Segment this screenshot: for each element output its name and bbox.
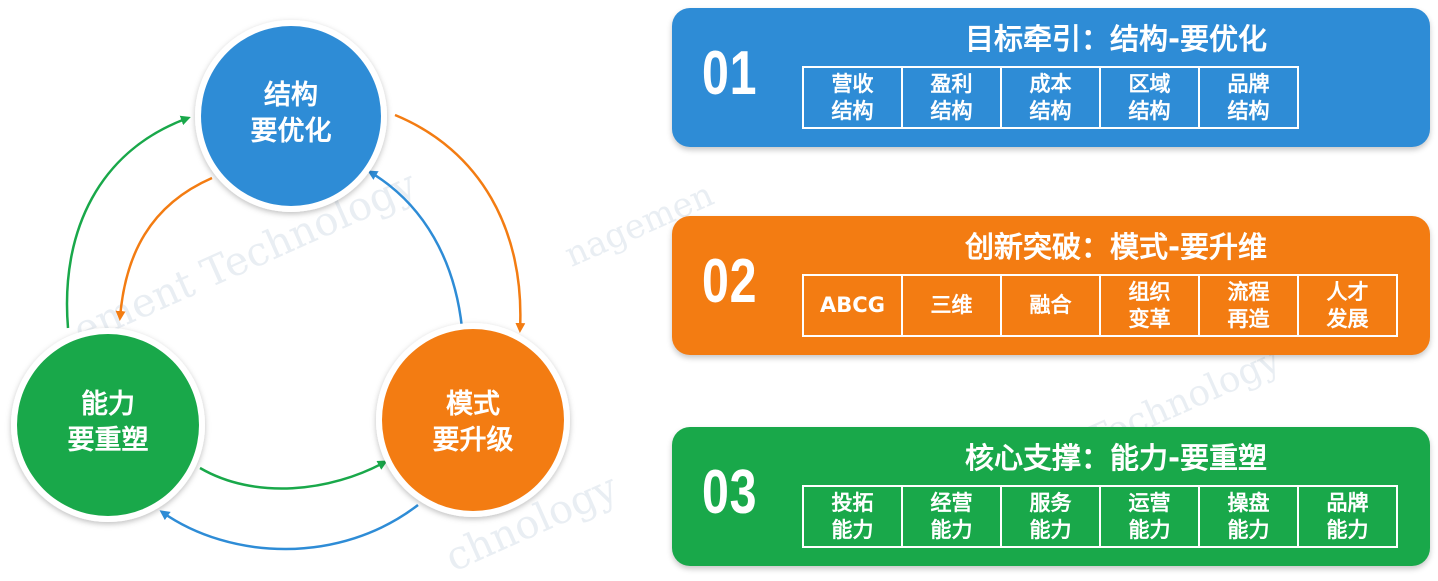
panel-item: 区域 结构: [1101, 68, 1200, 127]
panel-item: 运营 能力: [1101, 487, 1200, 546]
panel-item: 经营 能力: [903, 487, 1002, 546]
circle-structure: 结构 要优化: [195, 20, 387, 212]
circle-capability: 能力 要重塑: [11, 328, 205, 522]
arrow-left-to-right: [199, 460, 388, 490]
cycle-diagram: 结构 要优化 模式 要升级 能力 要重塑: [11, 20, 570, 551]
panel-item: 盈利 结构: [903, 68, 1002, 127]
panel-items: ABCG 三维 融合 组织 变革 流程 再造 人才 发展: [802, 274, 1398, 337]
panel-capability: 03 核心支撑：能力-要重塑 投拓 能力 经营 能力 服务 能力 运营 能力 操…: [672, 427, 1430, 566]
panel-item: 流程 再造: [1200, 276, 1299, 335]
panel-title: 目标牵引：结构-要优化: [964, 22, 1268, 56]
panel-item: 三维: [903, 276, 1002, 335]
arrow-right-to-top: [367, 170, 464, 329]
arrow-left-to-top: [65, 115, 191, 329]
arrow-right-to-left: [159, 504, 419, 551]
panel-number: 03: [702, 458, 758, 527]
panel-title: 核心支撑：能力-要重塑: [964, 441, 1268, 475]
panel-item: 营收 结构: [804, 68, 903, 127]
panel-items: 营收 结构 盈利 结构 成本 结构 区域 结构 品牌 结构: [802, 66, 1299, 129]
panel-item: ABCG: [804, 276, 903, 335]
panel-item: 服务 能力: [1002, 487, 1101, 546]
circle-mode-line1: 模式: [446, 389, 500, 420]
circle-capability-line1: 能力: [81, 388, 135, 420]
panel-item: 成本 结构: [1002, 68, 1101, 127]
panel-item: 品牌 能力: [1326, 490, 1369, 542]
panel-structure: 01 目标牵引：结构-要优化 营收 结构 盈利 结构 成本 结构 区域 结构 品…: [672, 8, 1430, 147]
arrow-top-to-right: [394, 113, 526, 333]
circle-mode: 模式 要升级: [376, 323, 570, 517]
arrow-top-to-left: [115, 176, 213, 321]
panel-innovation: 02 创新突破：模式-要升维 ABCG 三维 融合 组织 变革 流程 再造 人才…: [672, 216, 1430, 355]
circle-structure-line1: 结构: [264, 80, 318, 111]
panel-item: 操盘 能力: [1200, 487, 1299, 546]
panel-item: 融合: [1002, 276, 1101, 335]
panel-number: 02: [702, 247, 758, 316]
panel-item: 品牌 结构: [1227, 71, 1270, 123]
circle-capability-line2: 要重塑: [68, 425, 149, 456]
circle-mode-line2: 要升级: [433, 424, 514, 456]
panel-item: 人才 发展: [1326, 279, 1369, 331]
panel-item: 组织 变革: [1101, 276, 1200, 335]
panel-title: 创新突破：模式-要升维: [964, 230, 1268, 264]
panel-items: 投拓 能力 经营 能力 服务 能力 运营 能力 操盘 能力 品牌 能力: [802, 485, 1398, 548]
panel-number: 01: [702, 39, 758, 108]
circle-structure-line2: 要优化: [251, 116, 332, 147]
panel-item: 投拓 能力: [804, 487, 903, 546]
